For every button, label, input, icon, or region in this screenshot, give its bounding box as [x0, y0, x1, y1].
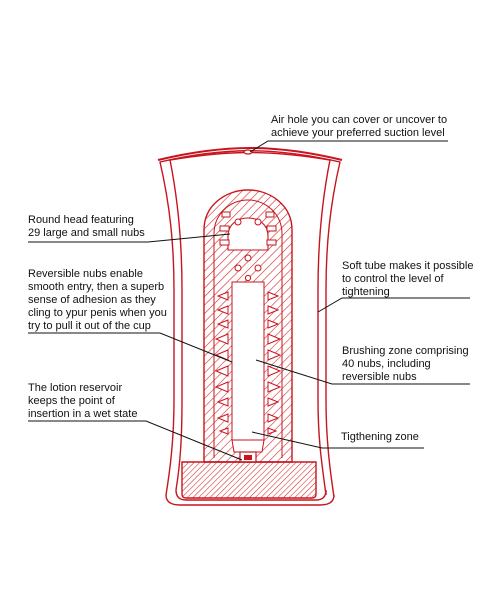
callout-line: cling to ypur penis when you: [28, 307, 167, 319]
callout-brushing-zone: Brushing zone comprising 40 nubs, includ…: [342, 345, 469, 384]
callout-line: Soft tube makes it possible: [342, 260, 474, 272]
callout-tightening-zone: Tigthening zone: [341, 431, 419, 444]
callout-line: insertion in a wet state: [28, 408, 138, 420]
round-head-nubs: [227, 217, 269, 251]
callout-air-hole: Air hole you can cover or uncover to ach…: [271, 114, 447, 140]
leader-air-hole: [249, 140, 448, 153]
callout-line: The lotion reservoir: [28, 382, 123, 394]
leader-lotion-reservoir: [28, 420, 243, 461]
callout-lotion-reservoir: The lotion reservoir keeps the point of …: [28, 382, 137, 421]
callout-line: Air hole you can cover or uncover to: [271, 114, 448, 126]
callout-line: sense of adhesion as they: [28, 294, 156, 306]
callout-line: try to pull it out of the cup: [28, 320, 151, 332]
callout-line: achieve your preferred suction level: [271, 127, 445, 139]
callout-soft-tube: Soft tube makes it possible to control t…: [342, 260, 473, 299]
lotion-reservoir: [239, 451, 257, 463]
leader-soft-tube: [317, 297, 470, 313]
callout-line: tightening: [342, 286, 390, 298]
callout-line: to control the level of: [342, 273, 444, 285]
callout-line: Brushing zone comprising: [342, 345, 469, 357]
outer-cup-shell: [157, 147, 343, 506]
leader-round-head: [28, 233, 231, 243]
callout-line: 40 nubs, including: [342, 358, 431, 370]
leader-tightening-zone: [251, 431, 424, 449]
leader-lines: [28, 140, 470, 461]
callout-round-head: Round head featuring 29 large and small …: [28, 214, 145, 240]
tightening-zone: [231, 439, 265, 453]
callout-line: Reversible nubs enable: [28, 268, 143, 280]
base-cap: [181, 461, 317, 499]
leader-reversible-nubs: [28, 332, 233, 363]
callout-line: smooth entry, then a superb: [28, 281, 165, 293]
inner-canal: [214, 211, 282, 453]
callout-line: reversible nubs: [342, 371, 417, 383]
callout-line: 29 large and small nubs: [28, 227, 145, 239]
callout-reversible-nubs: Reversible nubs enable smooth entry, the…: [28, 268, 167, 333]
callout-line: Round head featuring: [28, 214, 134, 226]
callout-line: keeps the point of: [28, 395, 115, 407]
callout-line: Tigthening zone: [341, 431, 419, 443]
leader-brushing-zone: [255, 359, 470, 385]
air-hole: [243, 149, 253, 155]
